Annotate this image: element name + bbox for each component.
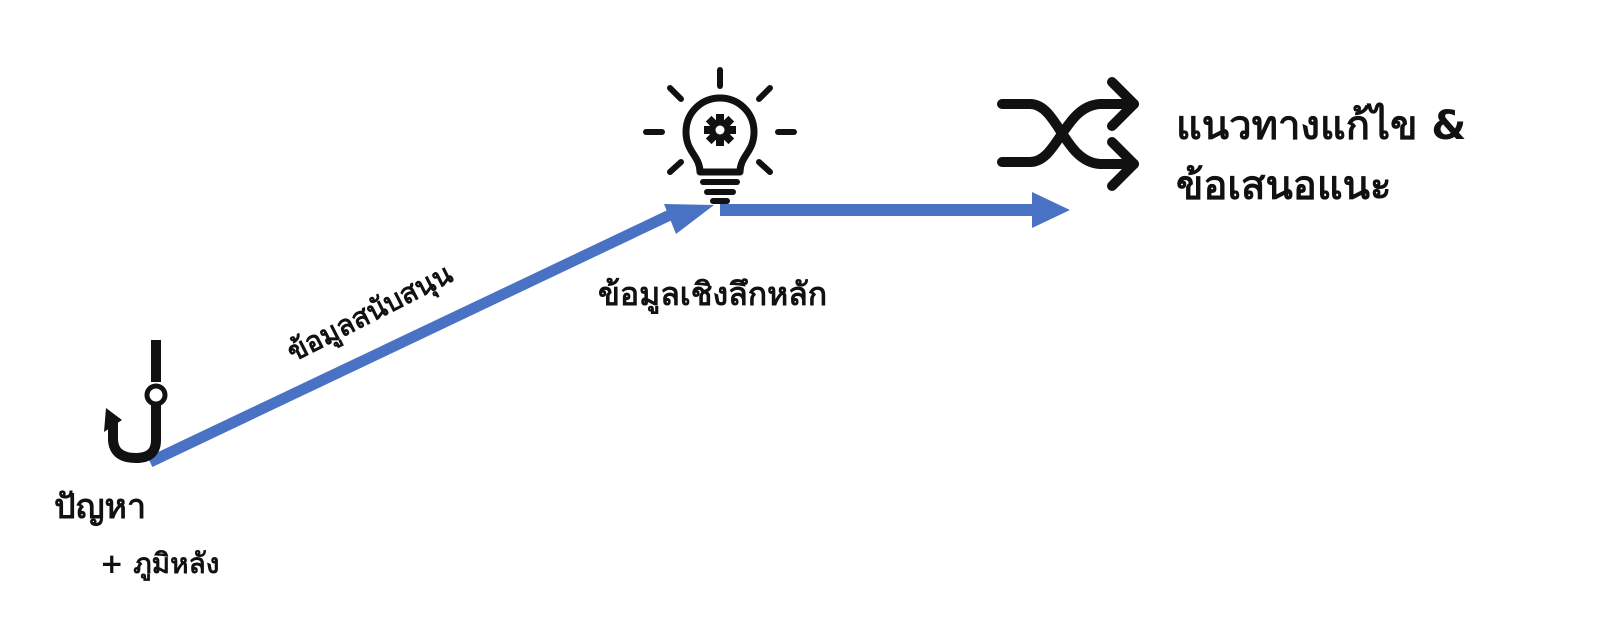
solution-label-line1: แนวทางแก้ไข & [1176,103,1467,149]
solution-label: แนวทางแก้ไข & ข้อเสนอแนะ [1176,96,1466,216]
problem-label: ปัญหา [54,487,147,527]
solution-label-line2: ข้อเสนอแนะ [1176,163,1392,209]
lightbulb-gear-icon [643,67,797,204]
shuffle-arrows-icon [997,77,1139,191]
gear-icon [704,114,736,146]
arrow-problem-to-insight [147,204,714,467]
background-label: + ภูมิหลัง [100,547,220,580]
fishing-hook-icon [104,340,168,464]
key-insight-label: ข้อมูลเชิงลึกหลัก [598,275,828,313]
arrow-insight-to-solution [720,192,1070,228]
